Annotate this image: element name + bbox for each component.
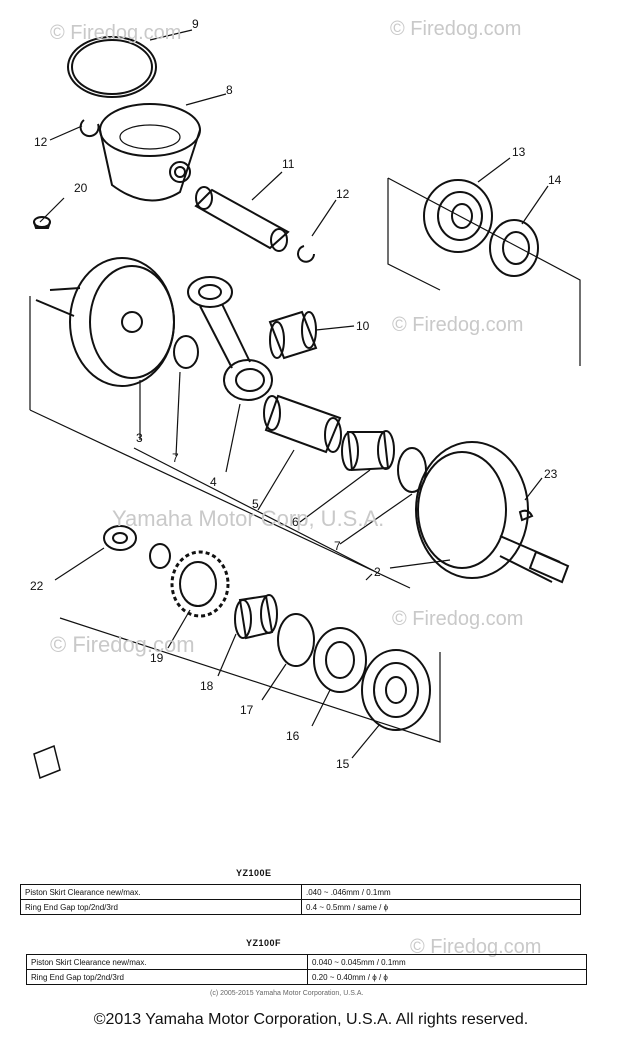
needle-bearing-lower-part[interactable]: [341, 430, 395, 472]
callout-number: 22: [30, 579, 44, 593]
spec-title-yz100f: YZ100F: [246, 938, 282, 948]
crank-pin-part[interactable]: [263, 394, 342, 454]
table-row: Ring End Gap top/2nd/3rd 0.20 ~ 0.40mm /…: [26, 969, 587, 985]
callout-number: 6: [292, 515, 299, 529]
callout-number: 19: [150, 651, 164, 665]
circlip-right-part[interactable]: [297, 245, 315, 263]
spacer-part[interactable]: [234, 594, 278, 640]
callout-number: 16: [286, 729, 300, 743]
crank-wheel-left-part[interactable]: [35, 257, 175, 387]
nut-part[interactable]: [103, 525, 137, 551]
spec-table-yz100e: Piston Skirt Clearance new/max. .040 ~ .…: [20, 884, 581, 915]
callout-number: 7: [334, 539, 341, 553]
callout-number: 9: [192, 17, 199, 31]
spec-label: Ring End Gap top/2nd/3rd: [20, 899, 302, 915]
callout-number: 12: [34, 135, 48, 149]
callout-number: 17: [240, 703, 254, 717]
spec-title-yz100e: YZ100E: [236, 868, 272, 878]
callout-number: 4: [210, 475, 217, 489]
piston-ring-part[interactable]: [67, 36, 157, 98]
thrust-washer-left-part[interactable]: [173, 335, 199, 369]
oil-seal-14-part[interactable]: [489, 219, 539, 277]
spec-value: .040 ~ .046mm / 0.1mm: [301, 884, 581, 900]
table-row: Piston Skirt Clearance new/max. .040 ~ .…: [20, 884, 581, 900]
callout-number: 23: [544, 467, 558, 481]
spec-label: Piston Skirt Clearance new/max.: [20, 884, 302, 900]
callout-number: 10: [356, 319, 370, 333]
spec-value: 0.040 ~ 0.045mm / 0.1mm: [307, 954, 587, 970]
table-row: Ring End Gap top/2nd/3rd 0.4 ~ 0.5mm / s…: [20, 899, 581, 915]
callout-number: 8: [226, 83, 233, 97]
callout-number: 20: [74, 181, 88, 195]
dowel-pin-part[interactable]: [33, 216, 51, 229]
callout-number: 12: [336, 187, 350, 201]
piston-pin-part[interactable]: [194, 186, 290, 252]
callout-number: 5: [252, 497, 259, 511]
woodruff-key-part[interactable]: [518, 509, 534, 522]
callout-number: 3: [136, 431, 143, 445]
needle-bearing-top-part[interactable]: [268, 310, 318, 360]
lock-washer-part[interactable]: [149, 543, 171, 569]
circlip-17-part[interactable]: [277, 613, 315, 667]
circlip-left-part[interactable]: [79, 119, 100, 138]
callout-number: 15: [336, 757, 350, 771]
table-row: Piston Skirt Clearance new/max. 0.040 ~ …: [26, 954, 587, 970]
spec-label: Ring End Gap top/2nd/3rd: [26, 969, 308, 985]
primary-gear-part[interactable]: [170, 550, 230, 618]
callout-number: 13: [512, 145, 526, 159]
callout-number: 18: [200, 679, 214, 693]
connecting-rod-part[interactable]: [187, 276, 273, 401]
small-copyright: (c) 2005-2015 Yamaha Motor Corporation, …: [210, 990, 364, 997]
crank-wheel-right-part[interactable]: [415, 441, 570, 584]
parts-diagram: 9 8 12 11 12 20 13 14 10 3 7 4 5 6 7 2 23 22 19 18 17 16 15: [29, 17, 581, 780]
bearing-15-part[interactable]: [361, 649, 431, 731]
callout-number: 7: [172, 451, 179, 465]
spec-value: 0.20 ~ 0.40mm / ϕ / ϕ: [307, 969, 587, 985]
piston-part[interactable]: [99, 103, 201, 202]
callout-number: 14: [548, 173, 562, 187]
spec-label: Piston Skirt Clearance new/max.: [26, 954, 308, 970]
spec-value: 0.4 ~ 0.5mm / same / ϕ: [301, 899, 581, 915]
spec-table-yz100f: Piston Skirt Clearance new/max. 0.040 ~ …: [26, 954, 587, 985]
oil-seal-16-part[interactable]: [313, 627, 367, 693]
bearing-13-part[interactable]: [423, 179, 493, 253]
callout-number: 2: [374, 565, 381, 579]
copyright-footer: ©2013 Yamaha Motor Corporation, U.S.A. A…: [93, 1011, 529, 1028]
callout-number: 11: [282, 157, 295, 171]
